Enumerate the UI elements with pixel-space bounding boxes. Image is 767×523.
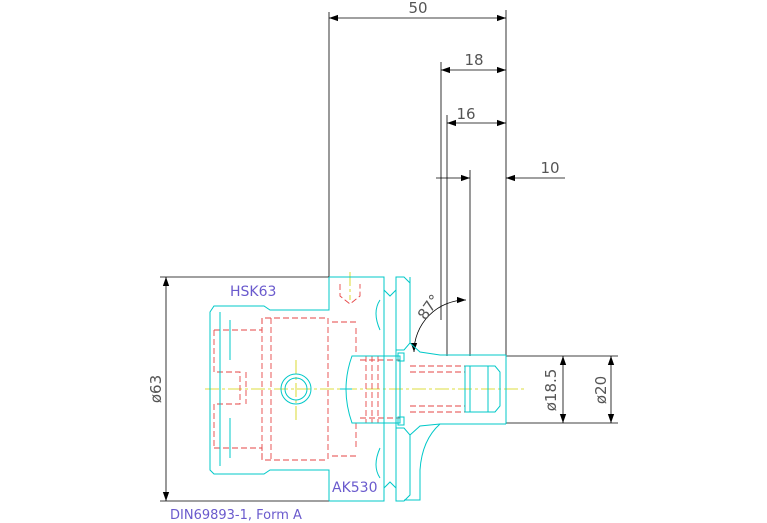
dim-63-text: ø63 xyxy=(147,375,165,403)
shank-outline xyxy=(209,277,330,501)
dim-18-text: 18 xyxy=(464,51,483,69)
hidden-lines xyxy=(213,284,465,461)
dimension-labels: 50 18 16 10 87° ø63 ø18.5 ø20 xyxy=(147,0,610,411)
part-outline xyxy=(209,276,507,502)
extension-lines xyxy=(160,10,618,502)
dim-18-5-text: ø18.5 xyxy=(542,369,560,412)
angle-87-arc xyxy=(410,296,467,353)
standard-caption: DIN69893-1, Form A xyxy=(170,508,302,523)
boss-outline xyxy=(345,355,401,424)
angle-87-text: 87° xyxy=(414,291,444,323)
dim-16-text: 16 xyxy=(456,105,475,123)
bore-circle-inner xyxy=(284,377,308,401)
ak530-label: AK530 xyxy=(332,480,377,496)
annotations: HSK63 AK530 DIN69893-1, Form A xyxy=(170,284,377,523)
bore-circle-outer xyxy=(280,373,312,405)
collar-outline xyxy=(329,276,411,356)
dim-50-text: 50 xyxy=(408,0,427,17)
dim-20-text: ø20 xyxy=(592,376,610,404)
nose-outline xyxy=(409,342,506,356)
collet-outline xyxy=(464,365,501,413)
dim-10-text: 10 xyxy=(540,159,559,177)
hsk63-label: HSK63 xyxy=(230,284,276,300)
dimension-lines xyxy=(162,14,615,501)
